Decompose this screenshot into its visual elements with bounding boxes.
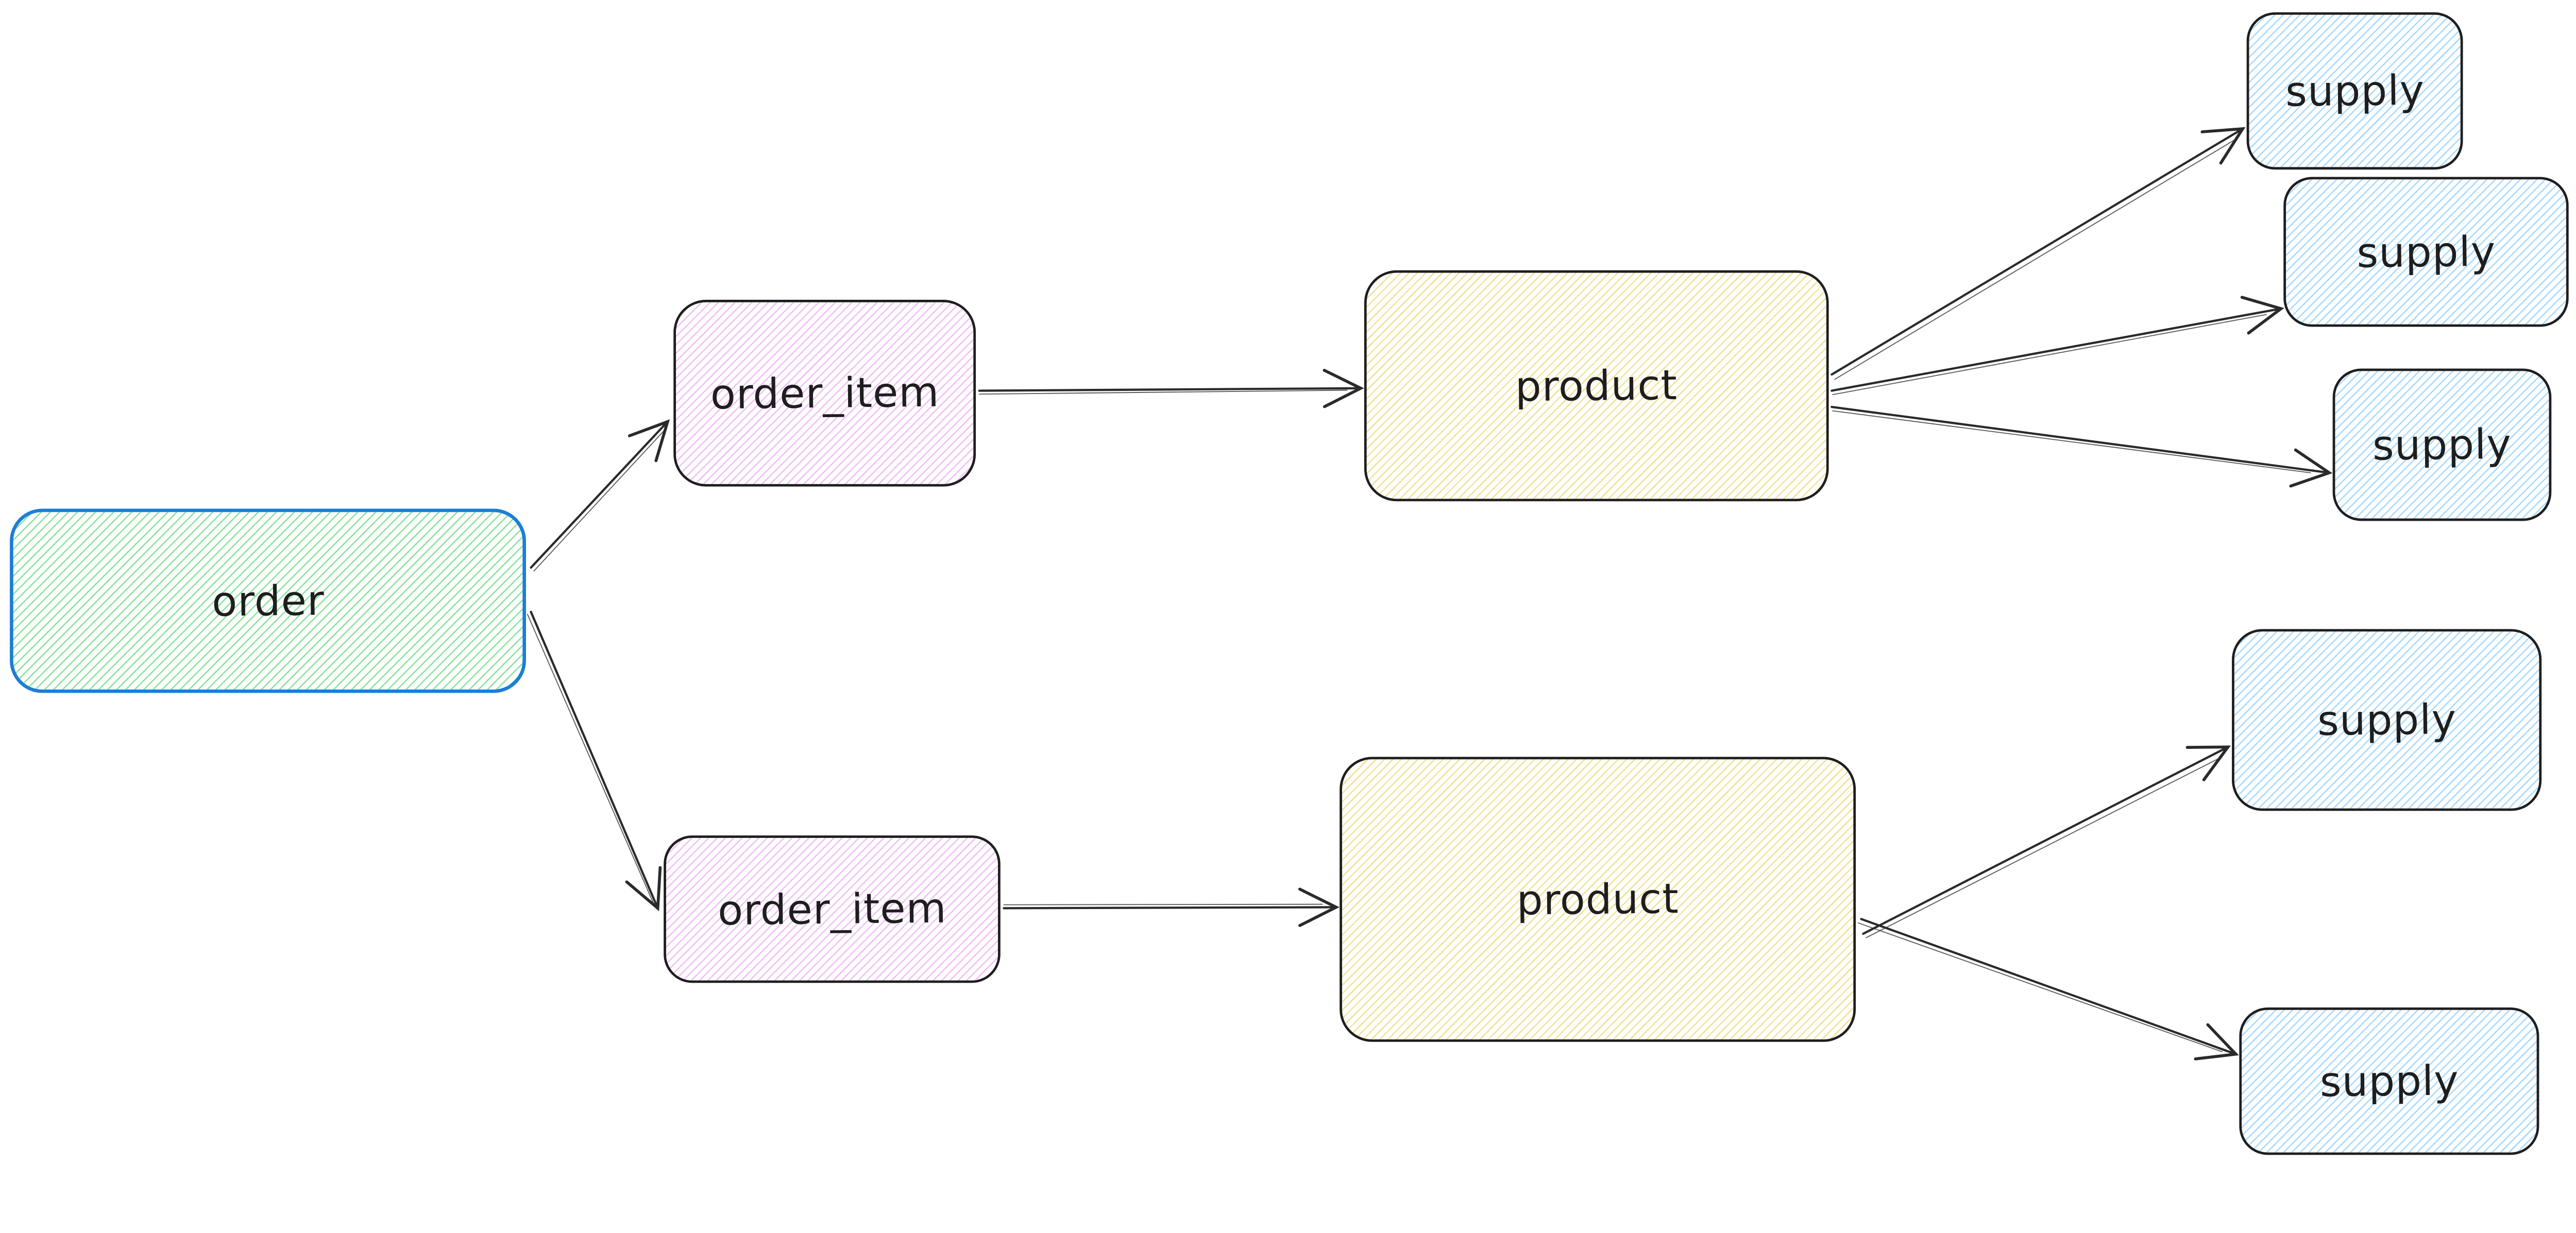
- node-order[interactable]: order: [10, 508, 526, 693]
- node-supply-2-label: supply: [2356, 227, 2496, 277]
- node-order-item-1[interactable]: order_item: [673, 300, 976, 487]
- arrow-product-1-to-supply-1[interactable]: [1831, 127, 2246, 376]
- node-supply-3[interactable]: supply: [2332, 368, 2552, 521]
- diagram-canvas: order order_item order_item product prod…: [10, 12, 2569, 1155]
- arrow-product-1-to-supply-3[interactable]: [1831, 405, 2333, 488]
- node-product-1-label: product: [1515, 361, 1678, 411]
- node-supply-2[interactable]: supply: [2283, 177, 2569, 327]
- arrow-product-2-to-supply-5[interactable]: [1860, 918, 2239, 1060]
- node-supply-4[interactable]: supply: [2232, 629, 2542, 811]
- node-product-2-label: product: [1516, 874, 1680, 924]
- node-supply-1[interactable]: supply: [2246, 12, 2463, 170]
- arrow-order-to-order-item-1[interactable]: [530, 419, 670, 569]
- node-supply-5-label: supply: [2319, 1056, 2459, 1106]
- node-order-label: order: [211, 576, 325, 626]
- arrow-product-2-to-supply-4[interactable]: [1862, 745, 2231, 935]
- arrow-order-to-order-item-2[interactable]: [530, 610, 662, 912]
- node-supply-4-label: supply: [2317, 695, 2456, 745]
- node-supply-3-label: supply: [2372, 420, 2512, 470]
- node-supply-1-label: supply: [2285, 66, 2425, 116]
- node-order-item-1-label: order_item: [709, 368, 940, 419]
- node-product-1[interactable]: product: [1364, 270, 1829, 502]
- node-order-item-2-label: order_item: [717, 884, 947, 935]
- arrow-product-1-to-supply-2[interactable]: [1831, 296, 2284, 392]
- node-product-2[interactable]: product: [1340, 757, 1856, 1042]
- arrow-order-item-2-to-product-2[interactable]: [1003, 887, 1340, 927]
- arrow-order-item-1-to-product-1[interactable]: [978, 369, 1364, 408]
- node-supply-5[interactable]: supply: [2239, 1007, 2539, 1155]
- node-order-item-2[interactable]: order_item: [664, 835, 1001, 983]
